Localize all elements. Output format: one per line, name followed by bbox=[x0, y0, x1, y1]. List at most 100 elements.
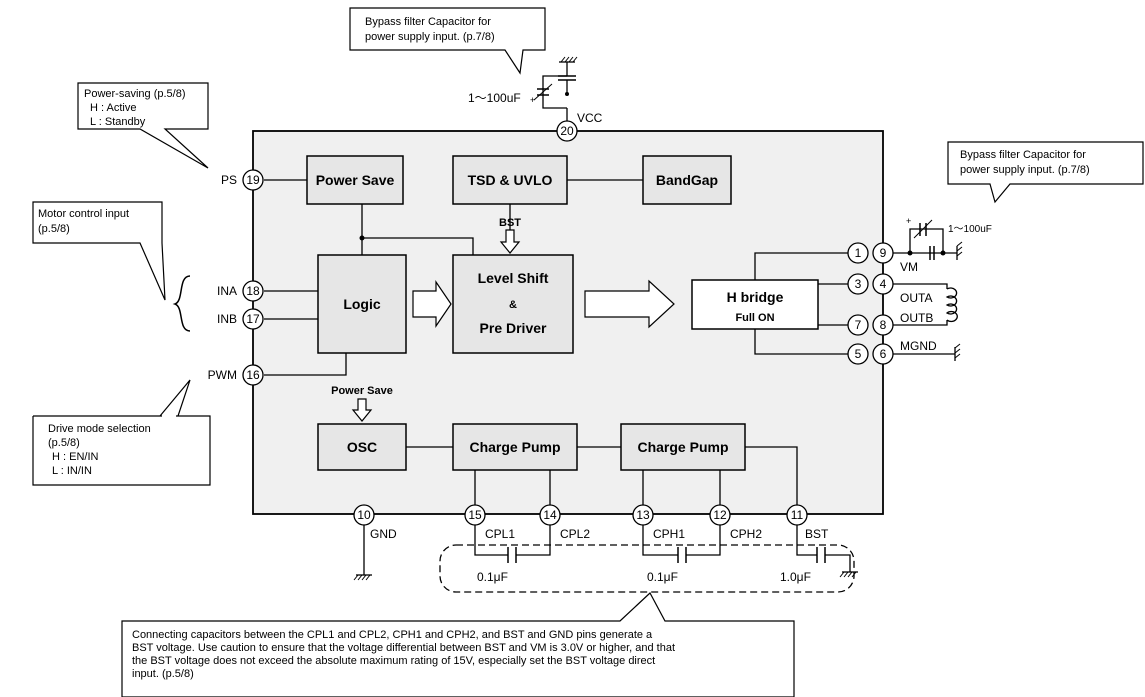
svg-text:19: 19 bbox=[246, 173, 260, 187]
level-shift-label-2: & bbox=[509, 299, 517, 311]
callout-drive-mode: Drive mode selection (p.5/8) H : EN/IN L… bbox=[32, 379, 211, 486]
svg-text:CPH2: CPH2 bbox=[730, 527, 762, 541]
svg-text:11: 11 bbox=[791, 508, 804, 522]
svg-text:power supply input. (p.7/8): power supply input. (p.7/8) bbox=[365, 31, 495, 43]
callout-bypass-vcc: Bypass filter Capacitor for power supply… bbox=[349, 7, 546, 75]
pin-outb-8: 8 OUTB bbox=[872, 311, 933, 336]
callout-power-saving: Power-saving (p.5/8) H : Active L : Stan… bbox=[77, 82, 209, 169]
charge-pump-1-label: Charge Pump bbox=[469, 439, 560, 455]
logic-block bbox=[317, 254, 407, 354]
svg-text:VM: VM bbox=[900, 260, 918, 274]
pin-outb-7: 7 bbox=[847, 314, 869, 336]
svg-text:10: 10 bbox=[357, 508, 371, 522]
svg-text:L : IN/IN: L : IN/IN bbox=[52, 465, 92, 477]
svg-text:BST: BST bbox=[805, 527, 829, 541]
bandgap-label: BandGap bbox=[656, 172, 718, 188]
svg-text:5: 5 bbox=[855, 347, 862, 361]
svg-text:12: 12 bbox=[713, 508, 727, 522]
svg-text:+: + bbox=[530, 95, 535, 105]
svg-text:Motor control input: Motor control input bbox=[38, 208, 129, 220]
h-bridge-label-1: H bridge bbox=[727, 289, 784, 305]
h-bridge-label-2: Full ON bbox=[735, 312, 774, 324]
pin-vm-9: 9 VM bbox=[872, 242, 918, 274]
svg-text:PS: PS bbox=[221, 173, 237, 187]
svg-text:Drive mode selection: Drive mode selection bbox=[48, 423, 151, 435]
logic-label: Logic bbox=[343, 296, 381, 312]
osc-label: OSC bbox=[347, 439, 377, 455]
cph-cap-value: 0.1μF bbox=[647, 570, 678, 584]
svg-text:Bypass filter Capacitor for: Bypass filter Capacitor for bbox=[960, 149, 1086, 161]
pin-bst: 11 BST bbox=[786, 504, 829, 541]
pin-vm-1: 1 bbox=[847, 242, 869, 264]
svg-text:7: 7 bbox=[855, 318, 862, 332]
pin-vcc: 20 VCC bbox=[556, 111, 603, 142]
svg-text:MGND: MGND bbox=[900, 339, 937, 353]
svg-text:15: 15 bbox=[468, 508, 482, 522]
svg-text:18: 18 bbox=[246, 284, 260, 298]
power-save-signal-label: Power Save bbox=[331, 385, 393, 397]
svg-text:(p.5/8): (p.5/8) bbox=[38, 223, 70, 235]
level-shift-label-1: Level Shift bbox=[478, 270, 549, 286]
motor-coil bbox=[945, 287, 958, 323]
svg-text:Connecting capacitors between: Connecting capacitors between the CPL1 a… bbox=[132, 629, 653, 641]
tsd-uvlo-label: TSD & UVLO bbox=[468, 172, 553, 188]
svg-text:the BST voltage does not excee: the BST voltage does not exceed the abso… bbox=[132, 655, 655, 667]
pin-ps: 19 PS bbox=[221, 169, 264, 191]
capacitor-group-outline bbox=[439, 544, 855, 593]
svg-text:Bypass filter Capacitor for: Bypass filter Capacitor for bbox=[365, 16, 491, 28]
callout-motor-control: Motor control input (p.5/8) bbox=[32, 201, 166, 301]
osc-block bbox=[317, 423, 407, 471]
svg-text:20: 20 bbox=[560, 124, 574, 138]
svg-text:CPH1: CPH1 bbox=[653, 527, 685, 541]
svg-text:14: 14 bbox=[543, 508, 557, 522]
svg-text:H : EN/IN: H : EN/IN bbox=[52, 451, 99, 463]
svg-text:+: + bbox=[906, 216, 911, 226]
svg-text:8: 8 bbox=[880, 318, 887, 332]
svg-text:BST voltage. Use caution to en: BST voltage. Use caution to ensure that … bbox=[132, 642, 675, 654]
pin-cpl2: 14 CPL2 bbox=[539, 504, 590, 541]
power-save-label: Power Save bbox=[316, 172, 395, 188]
svg-text:CPL2: CPL2 bbox=[560, 527, 590, 541]
pin-cph1: 13 CPH1 bbox=[632, 504, 685, 541]
pin-cph2: 12 CPH2 bbox=[709, 504, 762, 541]
svg-text:16: 16 bbox=[246, 368, 260, 382]
level-shift-label-3: Pre Driver bbox=[480, 320, 547, 336]
input-brace bbox=[172, 275, 191, 332]
pin-cpl1: 15 CPL1 bbox=[464, 504, 515, 541]
svg-text:17: 17 bbox=[246, 312, 260, 326]
svg-text:INB: INB bbox=[217, 312, 237, 326]
svg-text:PWM: PWM bbox=[208, 368, 237, 382]
bst-signal-label: BST bbox=[499, 217, 521, 229]
svg-text:4: 4 bbox=[880, 277, 887, 291]
vm-cap-value: 1～100uF bbox=[948, 224, 992, 235]
bst-cap-value: 1.0μF bbox=[780, 570, 811, 584]
vcc-cap-value: 1～100uF bbox=[468, 91, 521, 105]
svg-text:power supply input. (p.7/8): power supply input. (p.7/8) bbox=[960, 164, 1090, 176]
svg-text:3: 3 bbox=[855, 277, 862, 291]
cpl-cap-value: 0.1μF bbox=[477, 570, 508, 584]
svg-text:6: 6 bbox=[880, 347, 887, 361]
pin-inb: 17 INB bbox=[217, 308, 264, 330]
level-shift-block bbox=[452, 254, 574, 354]
callout-bypass-vm: Bypass filter Capacitor for power supply… bbox=[947, 141, 1144, 204]
svg-text:L : Standby: L : Standby bbox=[90, 116, 146, 128]
pin-ina: 18 INA bbox=[217, 280, 264, 302]
callout-bst-note: Connecting capacitors between the CPL1 a… bbox=[121, 592, 795, 697]
svg-text:H : Active: H : Active bbox=[90, 102, 136, 114]
svg-text:GND: GND bbox=[370, 527, 397, 541]
svg-text:OUTA: OUTA bbox=[900, 291, 932, 305]
svg-text:INA: INA bbox=[217, 284, 237, 298]
charge-pump-2-block bbox=[620, 423, 746, 471]
pin-mgnd-5: 5 bbox=[847, 343, 869, 365]
svg-text:input. (p.5/8): input. (p.5/8) bbox=[132, 668, 194, 680]
svg-text:1: 1 bbox=[855, 246, 862, 260]
svg-text:Power-saving (p.5/8): Power-saving (p.5/8) bbox=[84, 88, 186, 100]
pin-pwm: 16 PWM bbox=[208, 364, 264, 386]
svg-text:9: 9 bbox=[880, 246, 887, 260]
power-save-block bbox=[306, 155, 404, 205]
svg-text:VCC: VCC bbox=[577, 111, 603, 125]
bandgap-block bbox=[642, 155, 732, 205]
pin-outa-3: 3 bbox=[847, 273, 869, 295]
pin-gnd: 10 GND bbox=[353, 504, 397, 541]
